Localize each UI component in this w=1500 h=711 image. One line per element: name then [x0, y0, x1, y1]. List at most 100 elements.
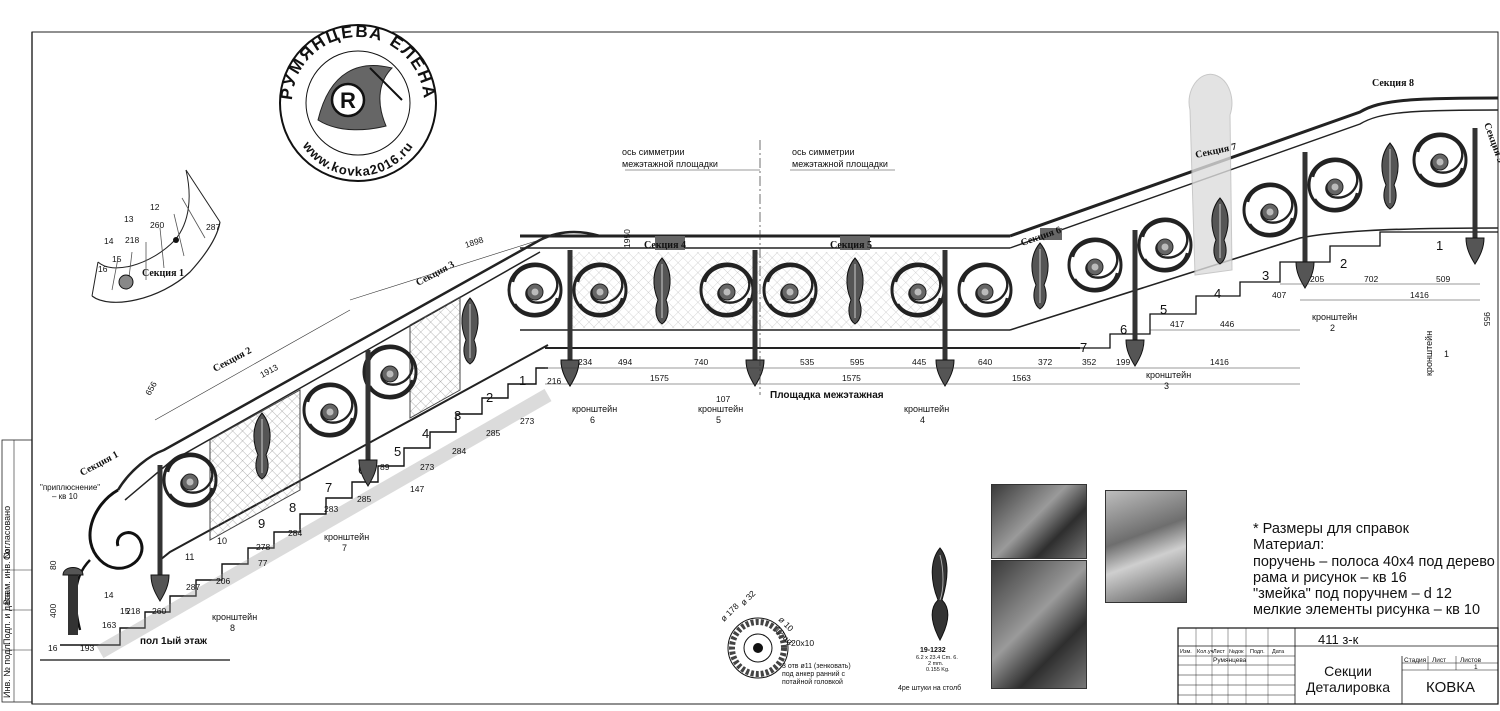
section-4: Секция 4	[644, 240, 686, 251]
bracket-7-word: кронштейн	[324, 532, 369, 542]
dim-640: 640	[978, 357, 992, 367]
dim-283: 283	[324, 504, 338, 514]
part-weight: 0.155 Kg.	[926, 667, 950, 673]
dim-372: 372	[1038, 357, 1052, 367]
dim-193: 193	[80, 643, 94, 653]
bracket-2-word: кронштейн	[1312, 312, 1357, 322]
section-2: Секция 2	[211, 345, 253, 374]
dim-285a: 285	[486, 428, 500, 438]
upper-flight: 7 6 5 4 3 2 1	[1009, 73, 1499, 367]
stamp-replace: Взам. инв. №	[2, 549, 12, 605]
tb-title-2: Деталировка	[1306, 679, 1390, 695]
plan-section-1: Секция 1	[142, 268, 184, 279]
note-line-6: мелкие элементы рисунка – кв 10	[1253, 602, 1481, 619]
dim-260: 260	[152, 606, 166, 616]
dim-14: 14	[104, 590, 114, 600]
dim-273a: 273	[520, 416, 534, 426]
section-9: Секция 9	[1481, 121, 1500, 164]
tb-title-1: Секции	[1324, 663, 1372, 679]
tb-code: 411 з-к	[1318, 632, 1359, 647]
bracket-8-num: 8	[230, 623, 235, 633]
photo-1	[991, 484, 1087, 559]
title-block: Изм. Кол.уч Лист №док Подп. Дата Румянце…	[1177, 627, 1499, 705]
part-size: 6.2 x 23.4 Cm. 6.	[916, 655, 958, 661]
dim-1575a: 1575	[650, 373, 669, 383]
upper-dims: 417 446 407 205 702 1416 509 955	[1150, 274, 1492, 331]
dim-1898: 1898	[464, 234, 485, 249]
axis-2-line1: ось симметрии	[792, 147, 855, 157]
bracket-5-num: 5	[716, 415, 721, 425]
tb-material: КОВКА	[1426, 679, 1475, 696]
dim-1950: 1950	[622, 229, 632, 248]
dim-595: 595	[850, 357, 864, 367]
note-line-3: поручень – полоса 40х4 под дерево	[1253, 553, 1495, 570]
dim-199: 199	[1116, 357, 1130, 367]
upper-step-1: 1	[1436, 238, 1443, 253]
dim-147: 147	[410, 484, 424, 494]
bracket-1-num: 1	[1444, 349, 1449, 359]
dim-16: 16	[48, 643, 58, 653]
dim-407: 407	[1272, 290, 1286, 300]
dim-1416b: 1416	[1410, 290, 1429, 300]
dim-509: 509	[1436, 274, 1450, 284]
bracket-7-num: 7	[342, 543, 347, 553]
dim-417: 417	[1170, 319, 1184, 329]
dim-740: 740	[694, 357, 708, 367]
plan-step-14: 14	[104, 236, 114, 246]
rosette-d1: ø 178	[718, 601, 741, 624]
dim-216: 216	[547, 376, 561, 386]
dim-287: 287	[186, 582, 200, 592]
tb-head-list: Лист	[1213, 649, 1225, 655]
dim-445: 445	[912, 357, 926, 367]
rosette-note-1: 3 отв ø11 (зенковать)	[782, 663, 851, 670]
bracket-6-word: кронштейн	[572, 404, 617, 414]
stamp-agreed: Согласовано	[2, 506, 12, 560]
welding-note-1: "приплюснение"	[40, 483, 100, 492]
bracket-5-word: кронштейн	[698, 404, 743, 414]
dim-702: 702	[1364, 274, 1378, 284]
bracket-8-word: кронштейн	[212, 612, 257, 622]
rosette-detail: ø 178 ø 32 ø 10 12 шт =20х10 3 отв ø11 (…	[718, 588, 850, 686]
part-caption: 4ре штуки на столб	[898, 684, 961, 692]
lower-flight: 1 2 3 4 5 6 7 8 9 10 11	[60, 367, 552, 659]
note-line-2: Материал:	[1253, 537, 1325, 554]
dim-205: 205	[1310, 274, 1324, 284]
upper-step-2: 2	[1340, 256, 1347, 271]
plan-step-13: 13	[124, 214, 134, 224]
plan-step-16: 16	[98, 264, 108, 274]
stamp-inv: Инв. № подл.	[2, 642, 12, 698]
step-9: 9	[258, 516, 265, 531]
section-8: Секция 8	[1372, 78, 1414, 89]
plan-dim-287: 287	[206, 222, 220, 232]
bracket-3-num: 3	[1164, 381, 1169, 391]
step-11: 11	[185, 552, 194, 562]
dim-1563: 1563	[1012, 373, 1031, 383]
dim-955: 955	[1482, 312, 1492, 326]
part-detail: 19-1232 6.2 x 23.4 Cm. 6. 2 mm. 0.155 Kg…	[898, 547, 961, 692]
note-line-4: рама и рисунок – кв 16	[1253, 569, 1407, 586]
rosette-note-3: потайной головкой	[782, 678, 843, 686]
logo: РУМЯНЦЕВА ЕЛЕНА www.kovka2016.ru R	[277, 22, 437, 182]
dim-1913: 1913	[258, 362, 280, 380]
dim-400: 400	[48, 604, 58, 618]
note-line-1: * Размеры для справок	[1253, 521, 1409, 537]
dim-352: 352	[1082, 357, 1096, 367]
step-7: 7	[325, 480, 332, 495]
dim-107: 107	[716, 394, 730, 404]
part-code: 19-1232	[920, 647, 946, 654]
dim-446: 446	[1220, 319, 1234, 329]
dim-1416a: 1416	[1210, 357, 1229, 367]
note-line-5: "змейка" под поручнем – d 12	[1253, 586, 1452, 603]
plan-dim-260: 260	[150, 220, 164, 230]
upper-step-4: 4	[1214, 286, 1221, 301]
welding-note-2: – кв 10	[52, 492, 78, 501]
landing: ось симметрии межэтажной площадки ось си…	[520, 140, 1080, 401]
plan-view: 287 260 218 13 12 14 15 16 Секция 1	[91, 169, 221, 303]
stamp-sign-date: Подп. и дата	[2, 592, 12, 645]
landing-dims: 216 234 494 1575 740 535 595 445 640 157…	[545, 357, 1300, 404]
bracket-4-word: кронштейн	[904, 404, 949, 414]
tb-head-date: Дата	[1272, 649, 1285, 655]
dim-218: 218	[126, 606, 140, 616]
dim-535: 535	[800, 357, 814, 367]
